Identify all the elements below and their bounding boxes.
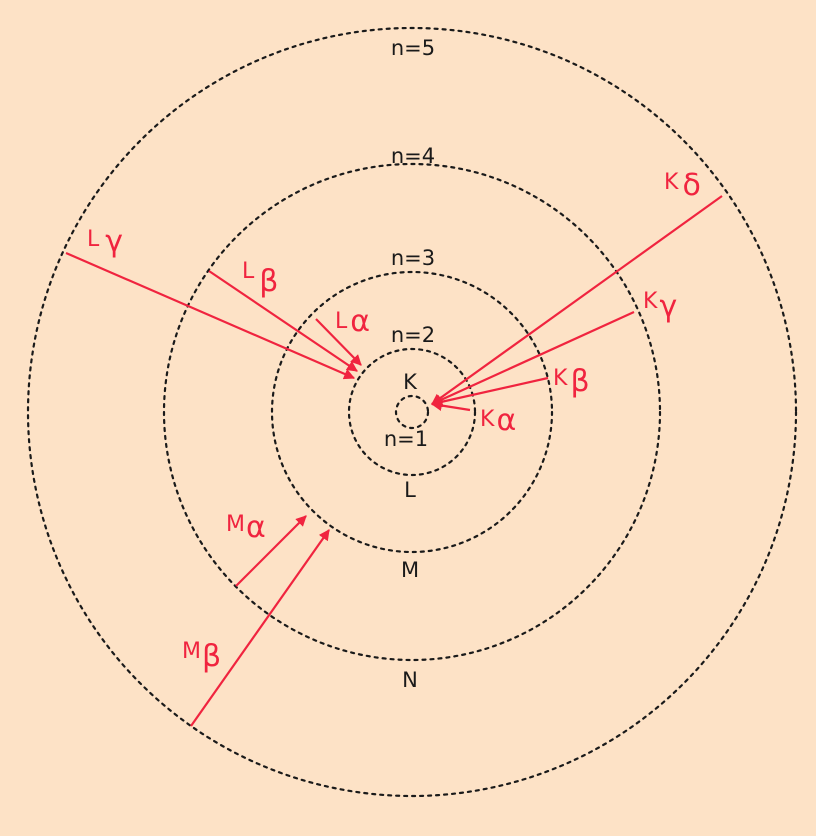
- arrow-k-delta: [431, 195, 723, 405]
- arrow-k-beta: [430, 376, 549, 408]
- label-shell-m: M: [401, 558, 419, 582]
- label-shell-l: L: [404, 478, 416, 502]
- arrow-l-gamma: [65, 251, 356, 380]
- arrow-k-alpha: [430, 400, 471, 412]
- shell-n1: [394, 394, 430, 430]
- label-n3: n=3: [391, 246, 435, 270]
- label-n4: n=4: [391, 144, 435, 168]
- arrow-l-beta: [208, 270, 358, 372]
- label-m-alpha: Mα: [226, 510, 266, 545]
- label-n2: n=2: [391, 323, 435, 347]
- label-k-alpha: Kα: [480, 403, 516, 438]
- label-m-beta: Mβ: [182, 639, 221, 674]
- label-shell-k: K: [403, 370, 418, 394]
- arrow-l-alpha: [315, 318, 362, 366]
- label-n5: n=5: [391, 36, 435, 60]
- label-n1: n=1: [384, 427, 428, 451]
- arrow-k-gamma: [430, 310, 635, 406]
- arrow-m-beta: [190, 529, 330, 727]
- arrow-m-alpha: [235, 515, 307, 587]
- label-shell-n: N: [402, 668, 418, 692]
- label-k-gamma: Kγ: [643, 289, 677, 324]
- shell-n3: [270, 270, 554, 554]
- shell-n2: [347, 347, 477, 477]
- shell-n4: [162, 162, 662, 662]
- shell-n5: [26, 26, 798, 798]
